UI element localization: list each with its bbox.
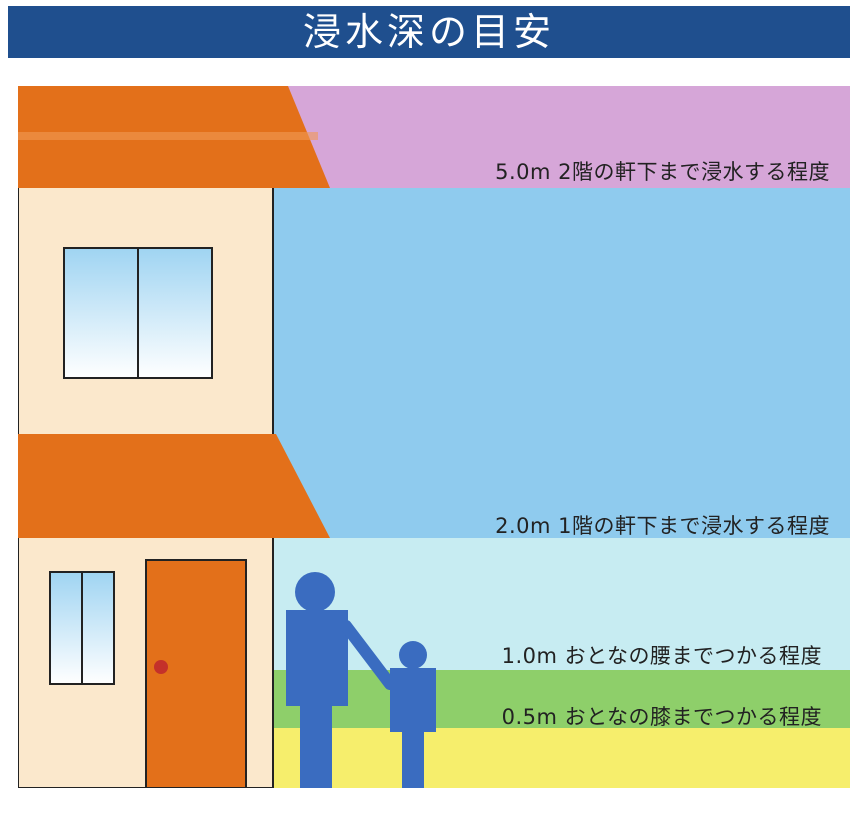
label-2m-text: 1階の軒下まで浸水する程度: [558, 514, 830, 538]
label-2m-depth: 2.0m: [495, 514, 551, 538]
label-1m-text: おとなの腰までつかる程度: [564, 644, 822, 668]
label-1m-depth: 1.0m: [501, 644, 558, 668]
label-1m: 1.0m おとなの腰までつかる程度: [502, 640, 822, 670]
label-05m-depth: 0.5m: [501, 705, 558, 729]
house-lower-roof: [18, 434, 330, 538]
label-5m-text: 2階の軒下まで浸水する程度: [558, 160, 830, 184]
door: [145, 559, 247, 789]
adult-figure: [286, 572, 396, 788]
band-2m: [273, 188, 850, 538]
house-second-floor-wall: [17, 185, 274, 437]
door-knob: [154, 660, 168, 674]
child-figure: [390, 641, 436, 788]
label-05m-text: おとなの膝までつかる程度: [564, 705, 822, 729]
band-5m: [273, 86, 850, 188]
flood-depth-diagram: 5.0m 2階の軒下まで浸水する程度 2.0m 1階の軒下まで浸水する程度 1.…: [17, 86, 850, 789]
label-5m-depth: 5.0m: [495, 160, 551, 184]
title-bar: 浸水深の目安: [8, 6, 850, 58]
band-05m: [273, 670, 850, 728]
label-05m: 0.5m おとなの膝までつかる程度: [502, 701, 822, 731]
upper-roof-highlight: [18, 132, 318, 140]
label-2m: 2.0m 1階の軒下まで浸水する程度: [495, 510, 830, 540]
diagram-canvas: [17, 86, 850, 789]
page-title: 浸水深の目安: [302, 10, 555, 54]
ground: [273, 728, 850, 788]
label-5m: 5.0m 2階の軒下まで浸水する程度: [495, 156, 830, 186]
